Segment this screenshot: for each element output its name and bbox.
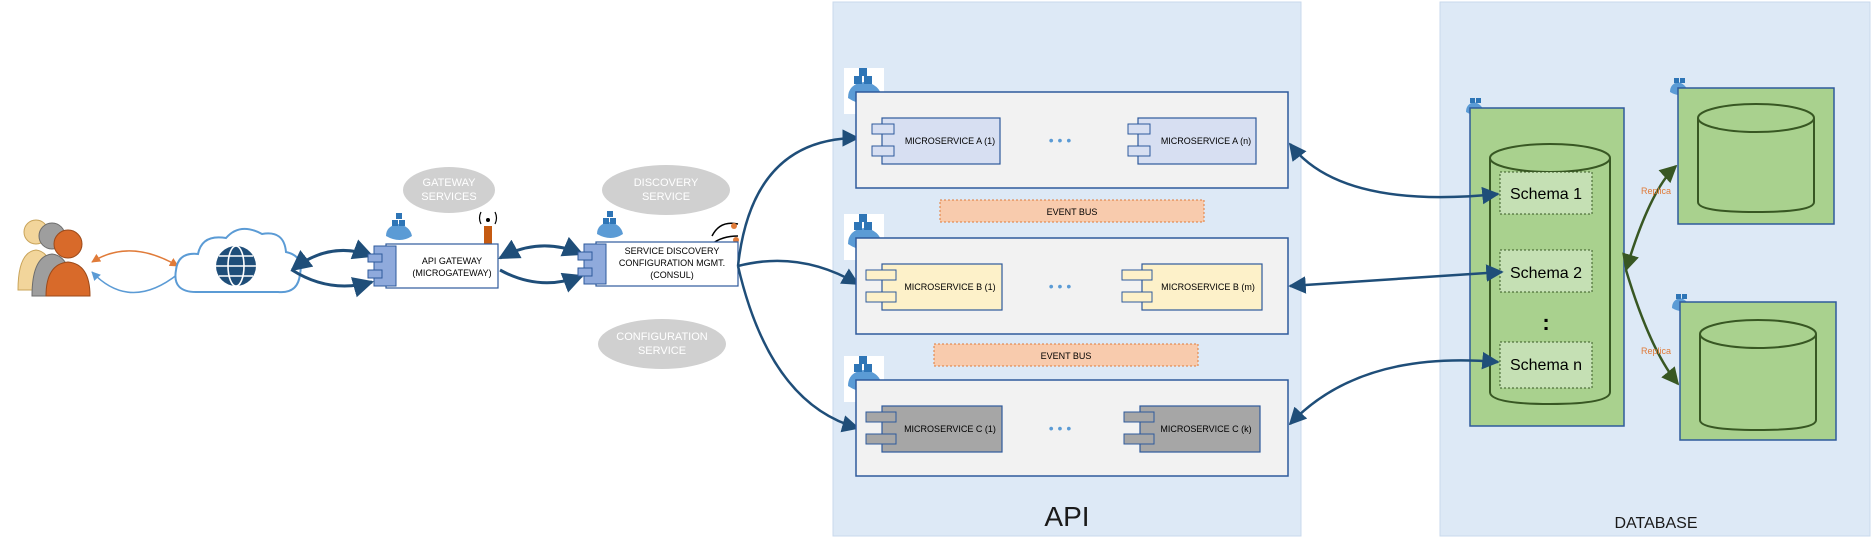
users-icon [17,219,91,297]
microservice-c-1-label: MICROSERVICE C (1) [904,424,996,434]
svg-text:SERVICE: SERVICE [638,345,686,357]
gateway-bubble: GATEWAY SERVICES [403,167,495,213]
microservice-b-1[interactable]: MICROSERVICE B (1) [865,263,1003,311]
microservice-b-1-label: MICROSERVICE B (1) [904,282,995,292]
gateway-label-line1: API GATEWAY [422,256,482,266]
discovery-to-b-arrow [737,259,860,286]
microservice-c-k-label: MICROSERVICE C (k) [1160,424,1251,434]
database-panel-label: DATABASE [1615,515,1698,532]
svg-text:EVENT BUS: EVENT BUS [1041,351,1092,361]
ellipsis: • • • [1049,278,1072,294]
discovery-to-c-arrow [736,265,860,433]
microservice-c-k[interactable]: MICROSERVICE C (k) [1123,405,1261,453]
svg-text:SERVICE: SERVICE [642,191,690,203]
cloud-gateway-arrow-top [290,239,374,272]
api-panel-label: API [1044,501,1089,532]
microservice-a-n-label: MICROSERVICE A (n) [1161,136,1251,146]
docker-icon [386,213,412,240]
ellipsis: • • • [1049,132,1072,148]
svg-text:GATEWAY: GATEWAY [423,177,477,189]
microservice-a-n[interactable]: MICROSERVICE A (n) [1127,117,1257,165]
user-cloud-arrow-orange [91,250,179,267]
cloud-gateway-arrow-bottom [291,268,375,298]
schema-2[interactable]: Schema 2 [1499,249,1593,293]
antenna-icon [478,211,498,246]
replica-label-2: Replica [1641,346,1671,356]
event-bus-2: EVENT BUS [933,343,1199,367]
schema-1[interactable]: Schema 1 [1499,171,1593,215]
schema-vertical-dots: : [1542,310,1549,335]
b-schema2-arrow [1288,264,1504,294]
event-bus-1: EVENT BUS [939,199,1205,223]
ellipsis: • • • [1049,420,1072,436]
svg-text:Schema n: Schema n [1510,357,1582,374]
api-gateway-box[interactable]: API GATEWAY (MICROGATEWAY) [367,243,499,289]
discovery-label-line1: SERVICE DISCOVERY [625,246,720,256]
gateway-discovery-arrow-top [498,236,584,260]
discovery-to-a-arrow [736,129,860,267]
schema-n[interactable]: Schema n [1499,341,1593,389]
microservice-b-m-label: MICROSERVICE B (m) [1161,282,1255,292]
gateway-discovery-arrow-bottom [499,268,584,293]
service-discovery-box[interactable]: SERVICE DISCOVERY CONFIGURATION MGMT. (C… [577,241,739,287]
a-schema1-arrow [1288,142,1500,205]
svg-text:CONFIGURATION: CONFIGURATION [616,331,708,343]
gateway-label-line2: (MICROGATEWAY) [412,268,491,278]
consul-icon [711,222,739,245]
c-schemaN-arrow [1288,351,1500,426]
internet-cloud-icon [174,227,302,294]
microservice-a-1-label: MICROSERVICE A (1) [905,136,995,146]
discovery-label-line3: (CONSUL) [650,270,694,280]
svg-text:Schema 2: Schema 2 [1510,265,1582,282]
replica-database-1 [1677,87,1835,225]
discovery-label-line2: CONFIGURATION MGMT. [619,258,725,268]
svg-text:EVENT BUS: EVENT BUS [1047,207,1098,217]
replica-label-1: Replica [1641,186,1671,196]
microservice-c-1[interactable]: MICROSERVICE C (1) [865,405,1003,453]
replica-arrow-2 [1624,269,1680,386]
discovery-bubble: DISCOVERY SERVICE [602,165,730,215]
replica-arrow-1 [1622,164,1678,272]
svg-text:Schema 1: Schema 1 [1510,186,1582,203]
configuration-bubble: CONFIGURATION SERVICE [598,319,726,369]
svg-text:DISCOVERY: DISCOVERY [634,177,699,189]
user-cloud-arrow-blue [91,271,179,294]
microservice-a-1[interactable]: MICROSERVICE A (1) [871,117,1001,165]
docker-icon [597,211,623,238]
svg-text:SERVICES: SERVICES [421,191,476,203]
microservice-b-m[interactable]: MICROSERVICE B (m) [1121,263,1263,311]
replica-database-2 [1679,301,1837,441]
